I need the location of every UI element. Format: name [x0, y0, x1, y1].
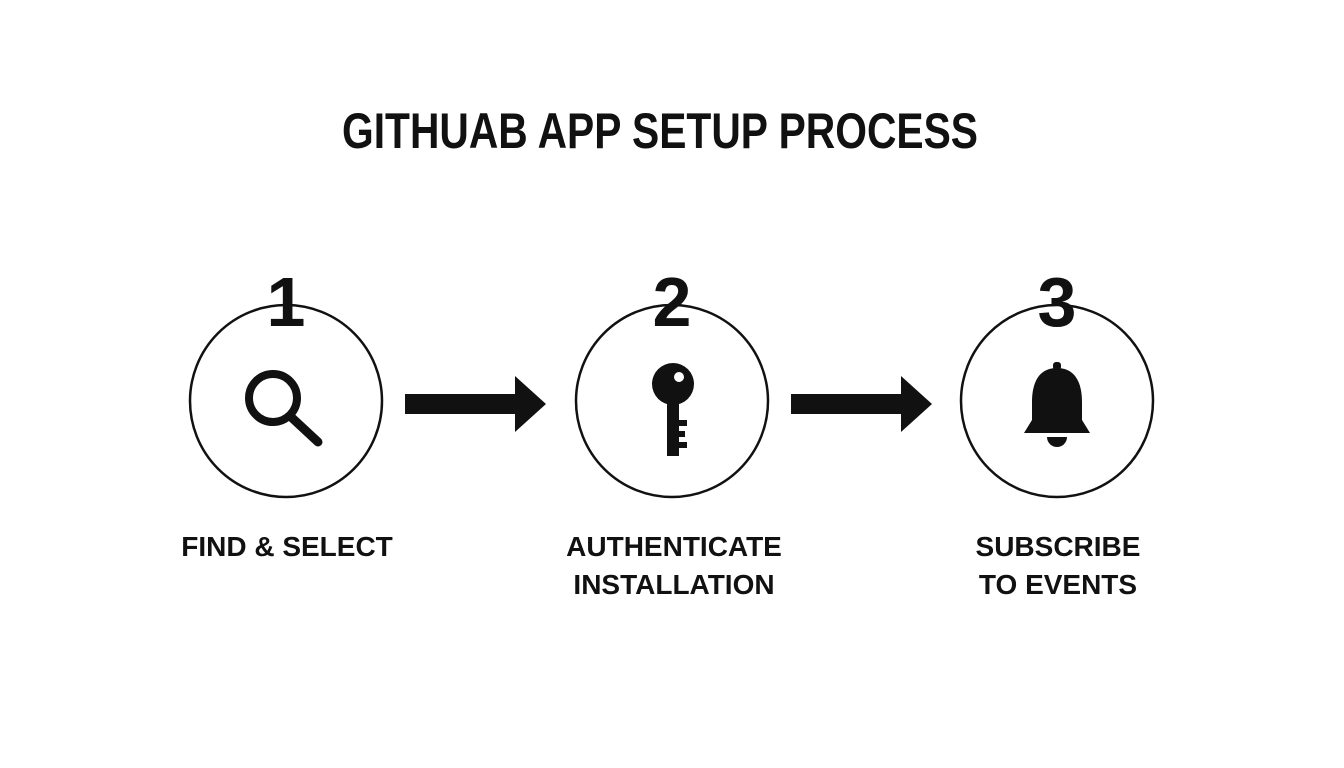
step-label-line-2: INSTALLATION — [573, 569, 774, 600]
key-icon — [652, 363, 694, 456]
search-icon — [245, 370, 323, 447]
step-label: FIND & SELECT — [181, 531, 393, 562]
step-number: 2 — [653, 263, 692, 341]
bell-icon — [1024, 362, 1090, 447]
step-circle — [188, 303, 384, 499]
step-number: 1 — [267, 263, 306, 341]
step-2: 2 AUTHENTICATE INSTALLATION — [566, 263, 782, 600]
step-3: 3 SUBSCRIBE TO EVENTS — [959, 263, 1155, 600]
step-label-line-2: TO EVENTS — [979, 569, 1137, 600]
step-label-line-1: AUTHENTICATE — [566, 531, 782, 562]
connector-arrow-2-3 — [791, 376, 932, 432]
connector-arrow-1-2 — [405, 376, 546, 432]
step-number: 3 — [1038, 263, 1077, 341]
diagram-title: GITHUAB APP SETUP PROCESS — [342, 103, 978, 159]
step-label-line-1: SUBSCRIBE — [976, 531, 1141, 562]
step-1: 1 FIND & SELECT — [181, 263, 393, 562]
